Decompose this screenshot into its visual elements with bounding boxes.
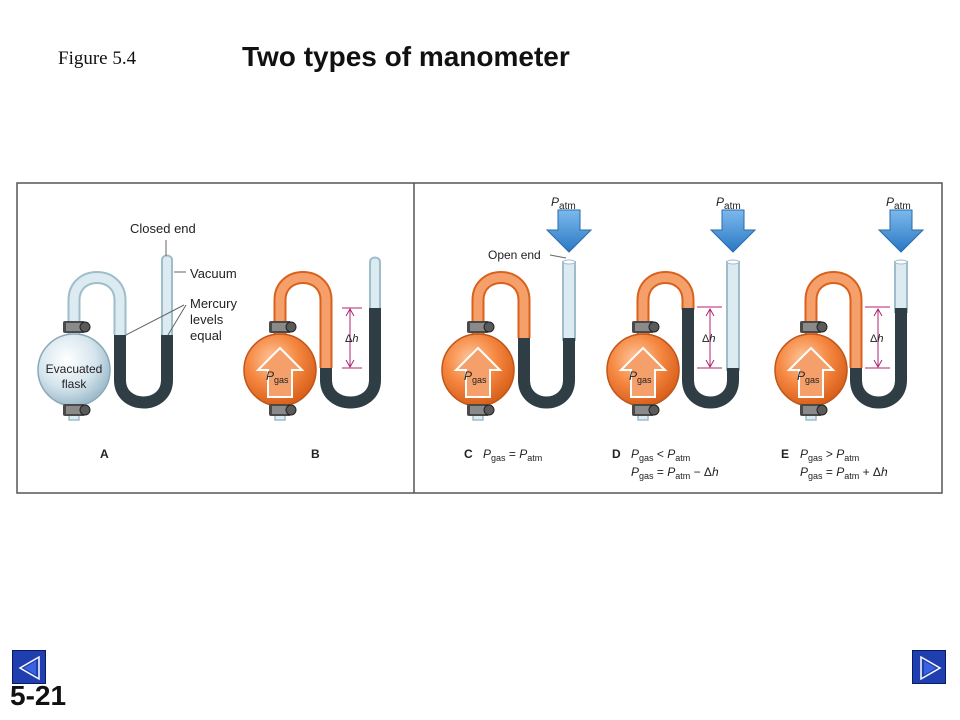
panel-d-letter: D: [612, 447, 621, 461]
panel-e-letter: E: [781, 447, 789, 461]
figure-label: Figure 5.4: [58, 48, 137, 69]
slide-number: 5-21: [10, 680, 67, 711]
triangle-right-icon: [920, 655, 942, 681]
panel-e-equation-2: Pgas = Patm + Δh: [800, 465, 888, 481]
panel-d-dh-label: Δh: [702, 333, 715, 345]
closed-end-label: Closed end: [130, 221, 196, 236]
panel-a-letter: A: [100, 447, 109, 461]
panel-e-atm-label: Patm: [886, 195, 911, 212]
panel-b-gas-label: Pgas: [266, 369, 289, 385]
next-slide-button[interactable]: [912, 650, 946, 684]
mercury-label-1: Mercury: [190, 296, 237, 311]
panel-c-equation: Pgas = Patm: [483, 447, 542, 463]
panel-b-dh-label: Δh: [345, 333, 358, 345]
panel-a: [37, 240, 187, 421]
panel-b-letter: B: [311, 447, 320, 461]
panel-d-atm-label: Patm: [716, 195, 741, 212]
panel-d-equation-1: Pgas < Patm: [631, 447, 690, 463]
panel-c-atm-label: Patm: [551, 195, 576, 212]
panel-e-equation-1: Pgas > Patm: [800, 447, 859, 463]
panel-c-gas-label: Pgas: [464, 369, 487, 385]
panel-e-pressure-arrow: [877, 209, 925, 253]
panel-d-equation-2: Pgas = Patm − Δh: [631, 465, 719, 481]
previous-slide-button[interactable]: [12, 650, 46, 684]
panel-d: [606, 209, 757, 421]
mercury-label-3: equal: [190, 328, 222, 343]
panel-c: [441, 209, 593, 421]
panel-e-dh-label: Δh: [870, 333, 883, 345]
flask-label-1: Evacuated: [46, 362, 103, 376]
panel-d-gas-label: Pgas: [629, 369, 652, 385]
panel-c-letter: C: [464, 447, 473, 461]
flask-label-2: flask: [62, 377, 88, 391]
panel-e-gas-label: Pgas: [797, 369, 820, 385]
panel-e: [774, 209, 925, 421]
panel-b: [243, 256, 381, 421]
panel-c-pressure-arrow: [545, 209, 593, 253]
panel-d-pressure-arrow: [709, 209, 757, 253]
page-title: Two types of manometer: [242, 41, 570, 72]
mercury-label-2: levels: [190, 312, 224, 327]
triangle-left-icon: [18, 655, 40, 681]
vacuum-label: Vacuum: [190, 266, 237, 281]
open-end-label: Open end: [488, 248, 541, 262]
